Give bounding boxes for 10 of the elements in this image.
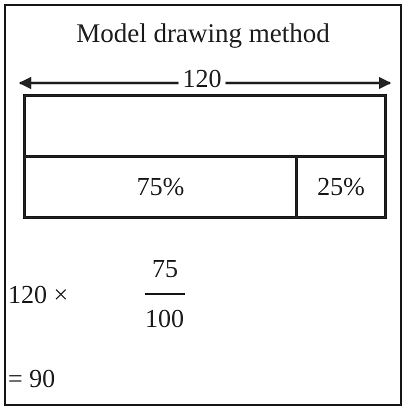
bar-box: [23, 94, 387, 158]
denominator: 100: [145, 306, 184, 332]
formula-text: = 90: [8, 366, 56, 392]
model-box: [23, 155, 298, 219]
formula-text: 120 ×: [8, 282, 68, 308]
percent-label: 75%: [136, 172, 184, 202]
title: Model drawing method: [75, 18, 331, 49]
numerator: 75: [152, 256, 178, 282]
percent-label: 25%: [317, 172, 365, 202]
model-box: [295, 155, 387, 219]
